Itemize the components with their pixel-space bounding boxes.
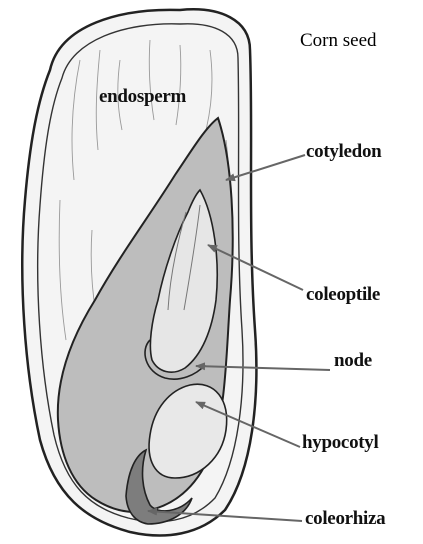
- label-endosperm: endosperm: [99, 86, 186, 108]
- label-node: node: [334, 350, 372, 372]
- label-coleorhiza: coleorhiza: [305, 508, 385, 530]
- label-hypocotyl: hypocotyl: [302, 432, 378, 454]
- label-cotyledon: cotyledon: [306, 141, 381, 163]
- label-coleoptile: coleoptile: [306, 284, 380, 306]
- diagram-title: Corn seed: [300, 30, 377, 52]
